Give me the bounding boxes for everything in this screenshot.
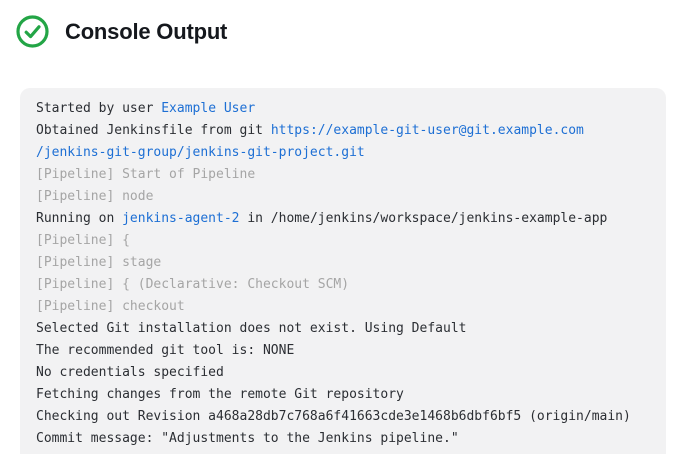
console-text: [Pipeline] stage <box>36 255 162 270</box>
console-link[interactable]: Example User <box>161 101 256 116</box>
console-line: Fetching changes from the remote Git rep… <box>36 384 650 406</box>
console-text: Obtained Jenkinsfile from git <box>36 123 271 138</box>
console-line: Obtained Jenkinsfile from git https://ex… <box>36 120 650 142</box>
console-text: Fetching changes from the remote Git rep… <box>36 387 404 402</box>
console-line: [Pipeline] node <box>36 186 650 208</box>
console-line: [Pipeline] Start of Pipeline <box>36 164 650 186</box>
console-text: [Pipeline] node <box>36 189 154 204</box>
console-text: Selected Git installation does not exist… <box>36 321 467 336</box>
console-text: [Pipeline] checkout <box>36 299 185 314</box>
page-title: Console Output <box>65 18 228 44</box>
console-text: [Pipeline] Start of Pipeline <box>36 167 256 182</box>
console-link[interactable]: /jenkins-git-group/jenkins-git-project.g… <box>36 145 365 160</box>
console-text: [Pipeline] { <box>36 233 130 248</box>
console-text: [Pipeline] { (Declarative: Checkout SCM) <box>36 277 350 292</box>
console-line: Commit message: "Adjustments to the Jenk… <box>36 428 650 450</box>
console-line: [Pipeline] { <box>36 230 650 252</box>
console-text: Commit message: "Adjustments to the Jenk… <box>36 431 459 446</box>
console-line: [Pipeline] checkout <box>36 296 650 318</box>
console-line: /jenkins-git-group/jenkins-git-project.g… <box>36 142 650 164</box>
console-text: No credentials specified <box>36 365 224 380</box>
console-line: Selected Git installation does not exist… <box>36 318 650 340</box>
console-line: Started by user Example User <box>36 98 650 120</box>
console-link[interactable]: https://example-git-user@git.example.com <box>270 123 584 138</box>
console-text: Started by user <box>36 101 162 116</box>
console-line: Running on jenkins-agent-2 in /home/jenk… <box>36 208 650 230</box>
console-line: No credentials specified <box>36 362 650 384</box>
page-header: Console Output <box>0 0 686 48</box>
console-line: [Pipeline] { (Declarative: Checkout SCM) <box>36 274 650 296</box>
console-link[interactable]: jenkins-agent-2 <box>122 211 240 226</box>
console-text: Running on <box>36 211 123 226</box>
console-text: Checking out Revision a468a28db7c768a6f4… <box>36 409 631 424</box>
console-text: The recommended git tool is: NONE <box>36 343 295 358</box>
console-line: [Pipeline] stage <box>36 252 650 274</box>
console-text: in /home/jenkins/workspace/jenkins-examp… <box>239 211 608 226</box>
console-line: Checking out Revision a468a28db7c768a6f4… <box>36 406 650 428</box>
success-check-icon <box>16 15 49 48</box>
console-line: The recommended git tool is: NONE <box>36 340 650 362</box>
